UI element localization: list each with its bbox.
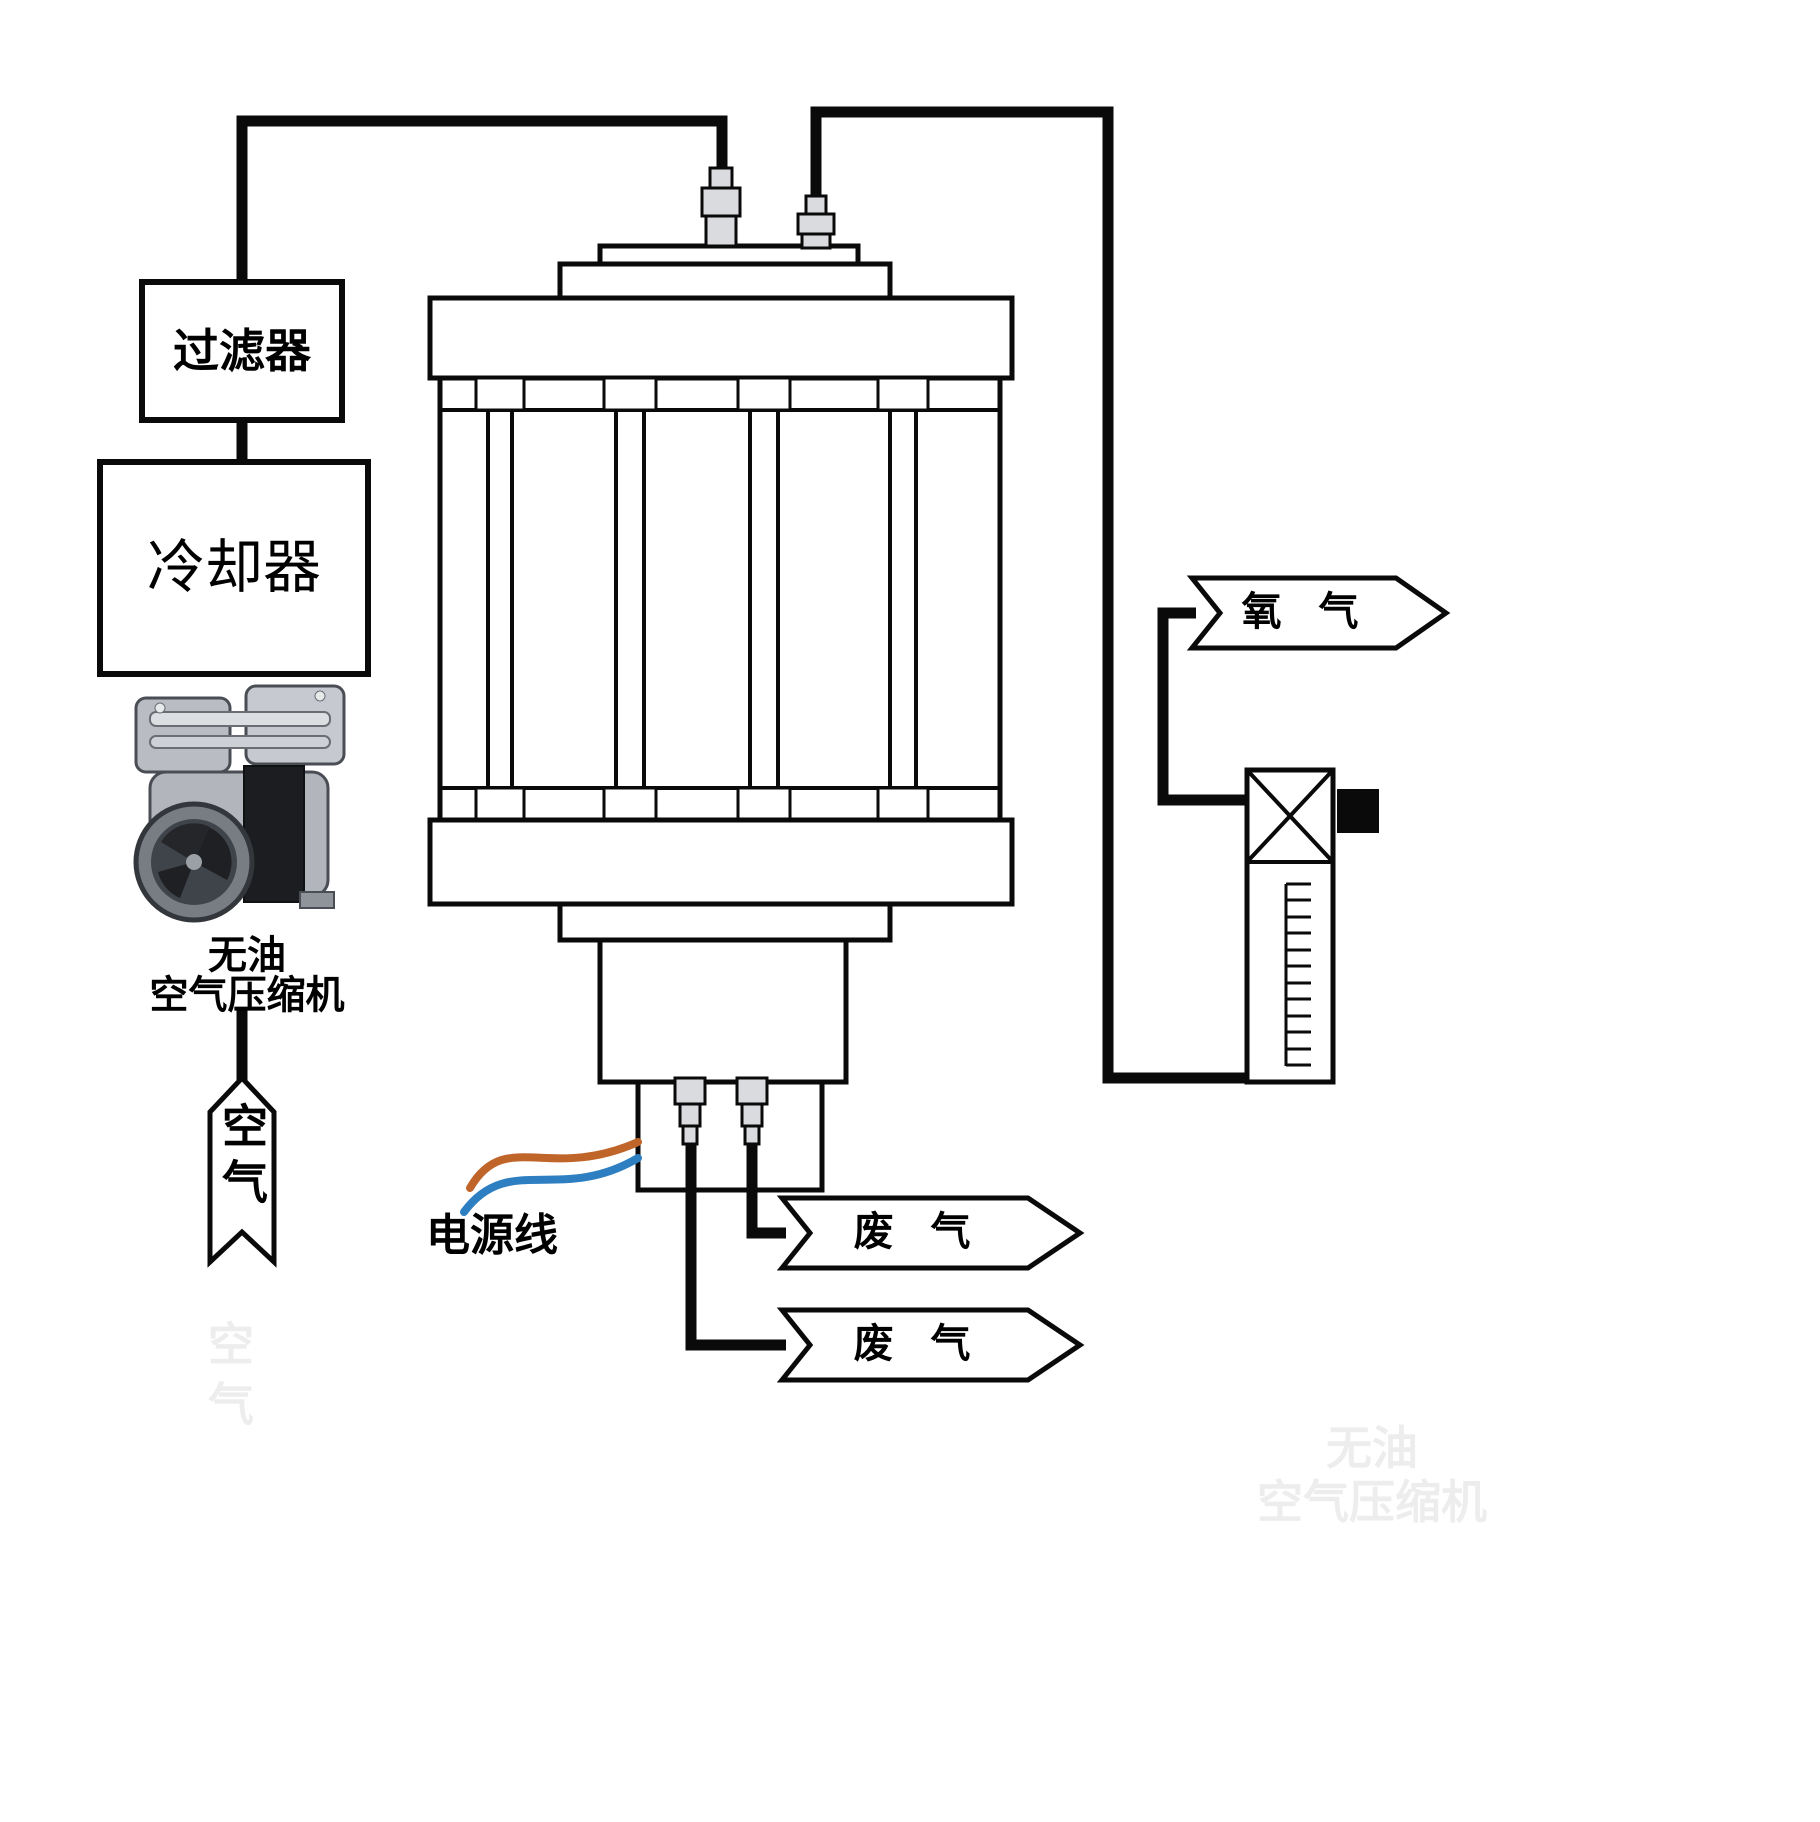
compressor-band [243, 765, 305, 903]
power-wire-blue [460, 1154, 642, 1216]
column-top-plate [557, 261, 893, 301]
waste-banner-top [776, 1195, 1085, 1271]
fitting [796, 212, 836, 236]
column-lower-section [597, 937, 849, 1085]
flow-meter [1244, 767, 1379, 1085]
tube-cap-top [474, 376, 526, 412]
compressor-tube-top [149, 711, 331, 727]
fitting [704, 214, 738, 248]
compressor-label-line1: 无油 [207, 934, 287, 978]
watermark-air: 空气 [202, 1320, 254, 1440]
pipe-waste-top [746, 1138, 786, 1239]
compressor-foot [299, 891, 335, 909]
tube-cap-bottom [876, 786, 930, 822]
fitting [700, 186, 742, 218]
tube-cap-top [876, 376, 930, 412]
bolt [154, 702, 166, 714]
fan-blade [158, 862, 194, 898]
filter-label: 过滤器 [173, 325, 311, 377]
compressor-label-line2: 空气压缩机 [149, 974, 345, 1018]
compressor-tube-bottom [149, 735, 331, 749]
fitting [735, 1076, 769, 1106]
flowmeter-body [1244, 767, 1336, 1085]
flowmeter-valve-cross [1245, 768, 1335, 864]
waste-out-top-label: 废 气 [853, 1210, 971, 1254]
tube-cap-bottom [474, 786, 526, 822]
tube-cap-bottom [736, 786, 792, 822]
filter-box [139, 279, 345, 423]
waste-out-bottom-label: 废 气 [853, 1322, 971, 1366]
waste-banner-bottom [776, 1307, 1085, 1383]
pipe-column-to-flowmeter [810, 106, 1249, 1084]
watermark-line1: 无油 [1326, 1422, 1418, 1474]
tube-cap-top [736, 376, 792, 412]
fitting [708, 166, 734, 190]
bottom-fittings [673, 1076, 769, 1146]
flowmeter-scale-ticks [1286, 882, 1311, 1067]
cooler-label: 冷却器 [146, 535, 322, 600]
column-valve-box [635, 1079, 825, 1193]
air-banner [207, 1074, 277, 1268]
flowmeter-knob [1337, 789, 1379, 833]
cooler-box [97, 459, 371, 677]
power-wire-orange [466, 1138, 642, 1192]
air-in-label: 空气 [216, 1102, 268, 1214]
fitting [804, 194, 828, 216]
pipe-flowmeter-to-oxygen [1157, 607, 1249, 806]
watermark-line2: 空气压缩机 [1257, 1476, 1487, 1528]
column-top-flange [427, 295, 1015, 381]
fitting [678, 1102, 702, 1128]
power-cord-label: 电源线 [426, 1211, 558, 1260]
tube-cap-bottom [602, 786, 658, 822]
fitting [740, 1102, 764, 1128]
fan-hub [186, 854, 202, 870]
fitting [681, 1124, 699, 1146]
tube-cap-top [602, 376, 658, 412]
compressor-illustration [116, 676, 360, 1008]
pipe-waste-bottom [685, 1138, 786, 1351]
fitting [743, 1124, 761, 1146]
bolt [314, 690, 326, 702]
column-bottom-flange [427, 817, 1015, 907]
fan-blade [161, 823, 210, 862]
column-bottom-plate [557, 901, 893, 943]
oxygen-banner [1186, 575, 1451, 651]
oxygen-out-label: 氧 气 [1241, 590, 1359, 634]
top-fittings [700, 166, 836, 250]
column-body [437, 375, 1003, 823]
fitting [673, 1076, 707, 1106]
sieve-column [427, 243, 1015, 1193]
fitting [800, 232, 832, 250]
